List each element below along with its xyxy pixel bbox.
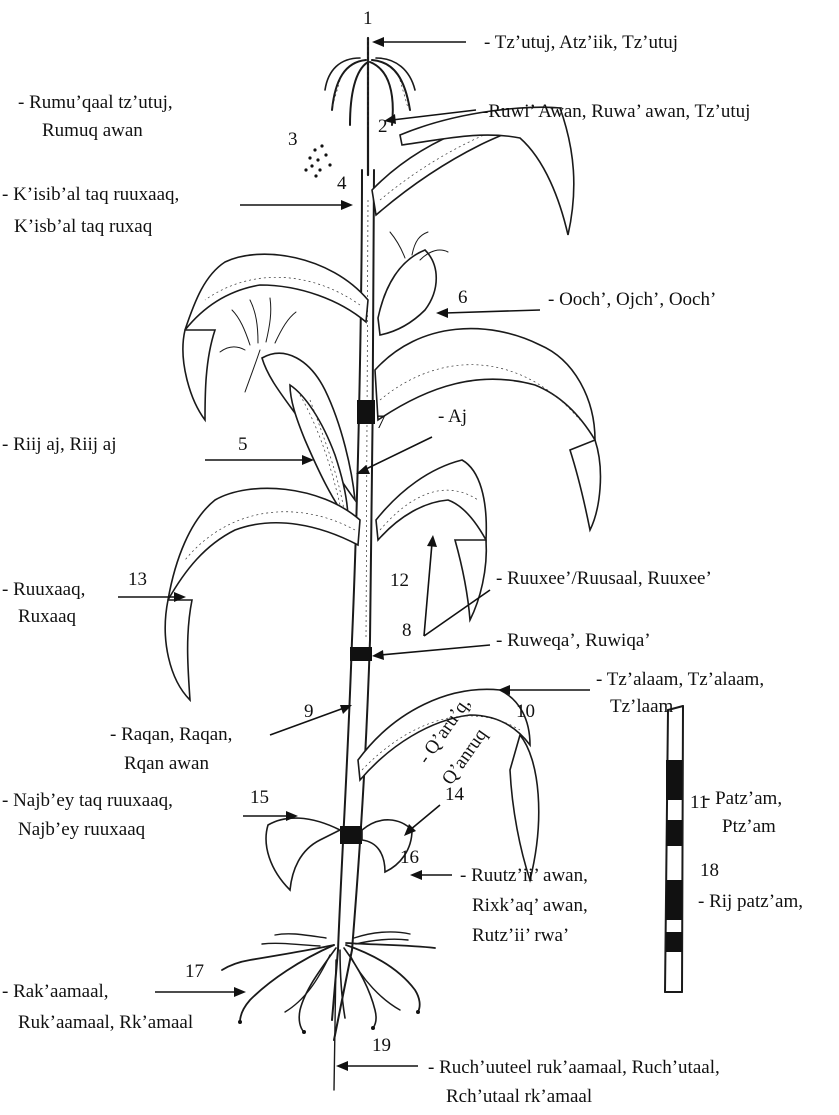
number-9: 9 (304, 701, 314, 722)
label-tassel-stem: -Ruwi’ Awan, Ruwa’ awan, Tz’utuj (482, 101, 750, 122)
label-node: - Ruweqa’, Ruwiqa’ (496, 630, 651, 651)
arrow-17 (155, 987, 246, 997)
label-roots-line2: Ruk’aamaal, Rk’amaal (18, 1012, 193, 1033)
inset-band-2 (666, 820, 682, 846)
number-4: 4 (337, 173, 347, 194)
label-internode-line1: - Patz’am, (704, 788, 782, 809)
inset-band-3 (666, 880, 682, 920)
arrow-10 (498, 685, 590, 695)
number-7: 7 (376, 412, 386, 433)
number-18: 18 (700, 860, 719, 881)
label-sheath: - Ruuxee’/Ruusaal, Ruuxee’ (496, 568, 712, 589)
number-17: 17 (185, 961, 204, 982)
label-root-tip-line1: - Ruch’uuteel ruk’aamaal, Ruch’utaal, (428, 1057, 720, 1078)
arrow-1 (372, 37, 466, 47)
lower-leaf-left (266, 818, 340, 890)
label-flag-leaf-line1: - K’isib’al taq ruuxaaq, (2, 184, 179, 205)
label-collar-line2: Tz’laam (610, 696, 674, 717)
number-10: 10 (516, 701, 535, 722)
arrow-6 (436, 308, 540, 318)
node-band-2 (340, 826, 362, 844)
right-middle-leaf-tip (455, 540, 486, 620)
lower-right-leaf-tip (510, 735, 539, 880)
label-brace-root-line1: - Ruutz’ii’ awan, (460, 865, 588, 886)
label-lower-leaf-line2: Najb’ey ruuxaaq (18, 819, 146, 840)
pollen-dots (304, 144, 331, 177)
label-root-tip-line2: Rch’utaal rk’amaal (446, 1086, 592, 1107)
number-12: 12 (390, 570, 409, 591)
number-19: 19 (372, 1035, 391, 1056)
upper-ear-shoot (378, 250, 436, 335)
arrow-19 (336, 1061, 418, 1071)
label-roots-line1: - Rak’aamaal, (2, 981, 109, 1002)
label-brace-root-line3: Rutz’ii’ rwa’ (472, 925, 569, 946)
label-leaf-blade-line2: Ruxaaq (18, 606, 77, 627)
label-tassel: - Tz’utuj, Atz’iik, Tz’utuj (484, 32, 678, 53)
middle-right-leaf (375, 329, 595, 440)
left-middle-leaf-tip (165, 600, 192, 700)
upper-left-leaf-tip (183, 330, 215, 420)
label-pollen-line2: Rumuq awan (42, 120, 143, 141)
label-ear-top: - Ooch’, Ojch’, Ooch’ (548, 289, 716, 310)
label-lower-leaf-line1: - Najb’ey taq ruuxaaq, (2, 790, 173, 811)
label-node-ring: - Rij patz’am, (698, 891, 803, 912)
label-stalk-line1: - Raqan, Raqan, (110, 724, 232, 745)
arrow-8-up (424, 535, 437, 636)
label-collar-line1: - Tz’alaam, Tz’alaam, (596, 669, 764, 690)
label-internode-line2: Ptz’am (722, 816, 776, 837)
label-brace-root-line2: Rixk’aq’ awan, (472, 895, 588, 916)
label-leaf-blade-line1: - Ruuxaaq, (2, 579, 85, 600)
number-3: 3 (288, 129, 298, 150)
arrow-5 (205, 455, 314, 465)
number-2: 2 (378, 116, 388, 137)
middle-right-leaf-tip (570, 440, 600, 530)
arrow-7 (356, 437, 432, 474)
arrow-14 (404, 805, 440, 836)
label-flag-leaf-line2: K’isb’al taq ruxaq (14, 216, 153, 237)
number-15: 15 (250, 787, 269, 808)
internode-inset (665, 706, 683, 992)
number-16: 16 (400, 847, 419, 868)
node-band-1 (350, 647, 372, 661)
number-13: 13 (128, 569, 147, 590)
number-1: 1 (363, 8, 373, 29)
number-6: 6 (458, 287, 468, 308)
tassel-drawing (325, 38, 415, 175)
arrow-8-sheath (424, 590, 490, 636)
ear-with-silk (220, 298, 355, 520)
arrow-4 (240, 200, 353, 210)
maize-plant-illustration (165, 38, 683, 1090)
arrow-16 (410, 870, 452, 880)
right-middle-leaf (376, 460, 486, 540)
label-silk: - Riij aj, Riij aj (2, 434, 117, 455)
number-5: 5 (238, 434, 248, 455)
inset-band-1 (666, 760, 682, 800)
arrow-node (372, 645, 490, 660)
label-ear: - Aj (438, 406, 467, 427)
label-pollen-line1: - Rumu’qaal tz’utuj, (18, 92, 173, 113)
upper-left-leaf (185, 254, 368, 330)
left-middle-leaf (168, 488, 360, 600)
inset-band-4 (666, 932, 682, 952)
number-8: 8 (402, 620, 412, 641)
node-band-3 (357, 400, 375, 424)
label-stalk-line2: Rqan awan (124, 753, 209, 774)
arrow-13 (118, 592, 186, 602)
